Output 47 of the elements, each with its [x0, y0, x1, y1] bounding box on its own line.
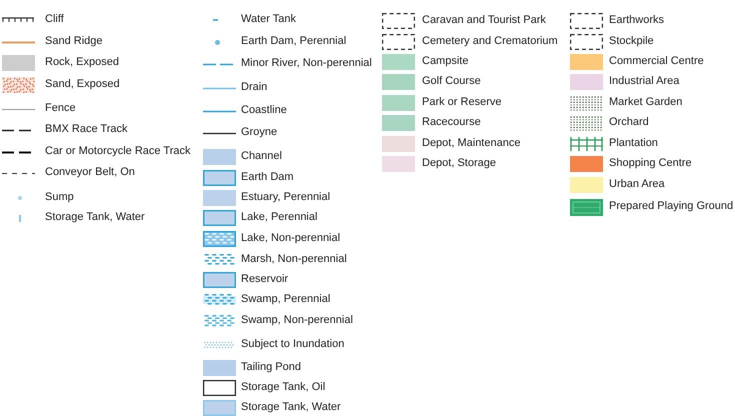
legend-label: Swamp, Perennial: [241, 293, 330, 306]
legend-label: Reservoir: [241, 273, 288, 286]
legend-label: Channel: [241, 150, 282, 163]
legend-label: Car or Motorcycle Race Track: [45, 145, 190, 158]
legend-label: Orchard: [609, 116, 649, 129]
legend-label: Sump: [45, 191, 74, 204]
legend-label: Fence: [45, 102, 76, 115]
legend-label: Industrial Area: [609, 75, 680, 88]
legend-label: Storage Tank, Oil: [241, 381, 326, 394]
legend-label: Racecourse: [422, 116, 481, 129]
legend-label: BMX Race Track: [45, 123, 128, 136]
legend-label: Market Garden: [609, 96, 682, 109]
legend-label: Tailing Pond: [241, 361, 301, 374]
legend-label: Cliff: [45, 13, 64, 26]
legend-label: Marsh, Non-perennial: [241, 253, 347, 266]
legend-label: Shopping Centre: [609, 157, 692, 170]
legend-label: Lake, Non-perennial: [241, 232, 340, 245]
legend-label: Cemetery and Crematorium: [422, 35, 558, 48]
legend-label: Urban Area: [609, 178, 665, 191]
legend-label: Estuary, Perennial: [241, 191, 330, 204]
legend-label: Lake, Perennial: [241, 211, 318, 224]
legend-label: Commercial Centre: [609, 55, 704, 68]
legend-label: Golf Course: [422, 75, 481, 88]
legend-label: Water Tank: [241, 13, 296, 26]
legend-label: Campsite: [422, 55, 468, 68]
legend-label: Swamp, Non-perennial: [241, 314, 353, 327]
legend-label: Caravan and Tourist Park: [422, 14, 546, 27]
legend-label: Storage Tank, Water: [241, 401, 341, 414]
legend-label: Sand Ridge: [45, 35, 102, 48]
legend-label: Subject to Inundation: [241, 338, 344, 351]
legend-label: Prepared Playing Ground: [609, 200, 734, 213]
legend-label: Conveyor Belt, On: [45, 166, 135, 179]
legend-label: Depot, Maintenance: [422, 137, 520, 150]
legend-label: Earth Dam, Perennial: [241, 35, 346, 48]
legend-label: Groyne: [241, 126, 278, 139]
legend-label: Coastline: [241, 104, 287, 117]
legend-label: Rock, Exposed: [45, 56, 119, 69]
legend-label: Sand, Exposed: [45, 78, 120, 91]
legend-label: Depot, Storage: [422, 157, 496, 170]
legend-label: Earthworks: [609, 14, 664, 27]
legend-label: Stockpile: [609, 35, 654, 48]
legend-label: Earth Dam: [241, 171, 294, 184]
legend-label: Plantation: [609, 137, 658, 150]
legend-label: Drain: [241, 81, 268, 94]
legend-label: Park or Reserve: [422, 96, 502, 109]
legend-label: Storage Tank, Water: [45, 211, 145, 224]
legend-label: Minor River, Non-perennial: [241, 57, 372, 70]
